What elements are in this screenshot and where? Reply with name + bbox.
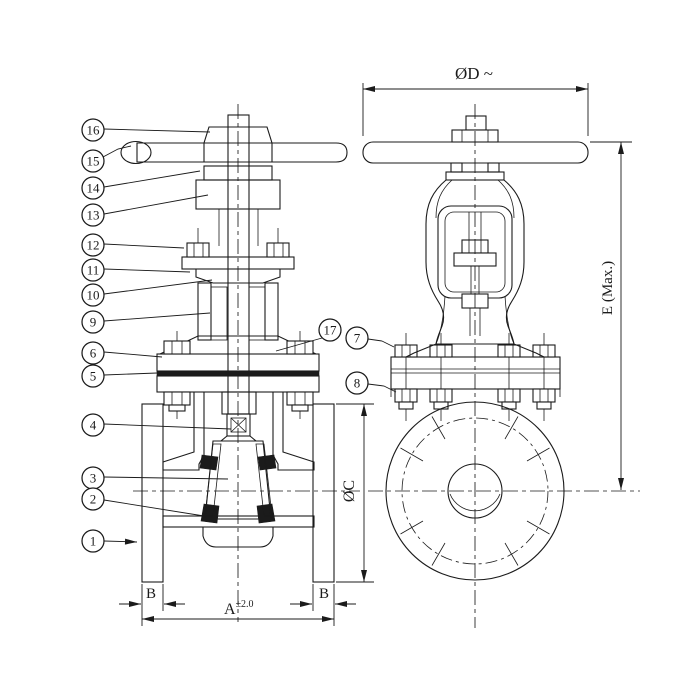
callout-10: 10 <box>81 279 213 307</box>
callout-label-11: 11 <box>87 263 100 278</box>
callout-8: 8 <box>345 371 397 395</box>
callout-label-5: 5 <box>90 369 97 384</box>
dim-height-max: E (Max.) <box>590 141 632 490</box>
callout-4: 4 <box>81 413 232 437</box>
dim-face-to-face: A±2.0 <box>141 584 335 626</box>
callout-label-1: 1 <box>90 534 97 549</box>
callout-label-16: 16 <box>87 123 101 138</box>
dim-label-b-right: B <box>319 586 329 602</box>
callout-label-2: 2 <box>90 492 97 507</box>
callout-label-15: 15 <box>87 154 100 169</box>
stem-nut <box>203 126 273 163</box>
side-bolts <box>394 344 556 410</box>
callout-label-13: 13 <box>87 208 100 223</box>
bonnet-bolts <box>163 331 314 419</box>
dim-flange-diameter: ØC <box>336 403 374 583</box>
dim-label-face-to-face: A±2.0 <box>224 599 254 618</box>
callout-label-3: 3 <box>90 471 97 486</box>
dim-label-height-max: E (Max.) <box>600 261 616 315</box>
centerlines <box>133 104 640 628</box>
callout-11: 11 <box>81 258 191 282</box>
callout-label-14: 14 <box>87 181 101 196</box>
callout-label-7: 7 <box>354 331 361 346</box>
dim-flange-thickness-left: B <box>119 586 185 607</box>
callout-17: 17 <box>275 318 342 352</box>
callout-9: 9 <box>81 310 211 334</box>
end-flange-left <box>141 403 164 583</box>
callout-12: 12 <box>81 233 185 257</box>
callout-label-8: 8 <box>354 376 361 391</box>
end-flange-right <box>312 403 335 583</box>
dim-handwheel-diameter: ØD ~ <box>362 64 589 136</box>
callout-16: 16 <box>81 118 211 142</box>
callout-7: 7 <box>345 326 395 350</box>
side-bonnet <box>405 343 545 358</box>
callout-label-12: 12 <box>87 238 100 253</box>
dim-flange-thickness-right: B <box>290 586 356 607</box>
callout-label-6: 6 <box>90 346 97 361</box>
callouts: 16 15 14 13 12 11 10 9 <box>81 118 397 553</box>
front-section-view <box>120 114 348 583</box>
stem-disc-connector <box>219 391 258 442</box>
dim-label-flange-diameter: ØC <box>341 480 358 502</box>
callout-label-9: 9 <box>90 315 97 330</box>
callout-13: 13 <box>81 194 209 227</box>
bolt-hole-ticks <box>400 416 550 566</box>
bolt-441 <box>429 344 453 410</box>
callout-1: 1 <box>81 529 138 553</box>
callout-5: 5 <box>81 364 158 388</box>
handwheel-section <box>120 126 348 165</box>
callout-label-4: 4 <box>90 418 97 433</box>
callout-15: 15 <box>81 145 132 173</box>
callout-6: 6 <box>81 341 163 365</box>
dim-label-b-left: B <box>146 586 156 602</box>
dim-label-handwheel-diameter: ØD ~ <box>455 64 493 83</box>
callout-3: 3 <box>81 466 229 490</box>
callout-label-17: 17 <box>324 323 338 338</box>
gland-bolts <box>186 228 290 258</box>
callout-label-10: 10 <box>87 288 100 303</box>
callout-2: 2 <box>81 487 205 517</box>
callout-14: 14 <box>81 170 201 200</box>
body-sump <box>202 526 274 548</box>
handwheel-nut-top <box>465 115 487 131</box>
bolt-circle <box>401 417 549 565</box>
bolt-509 <box>497 344 521 410</box>
dimension-annotations: ØD ~ E (Max.) ØC A±2.0 B <box>119 64 632 626</box>
yoke-legs <box>218 209 259 246</box>
